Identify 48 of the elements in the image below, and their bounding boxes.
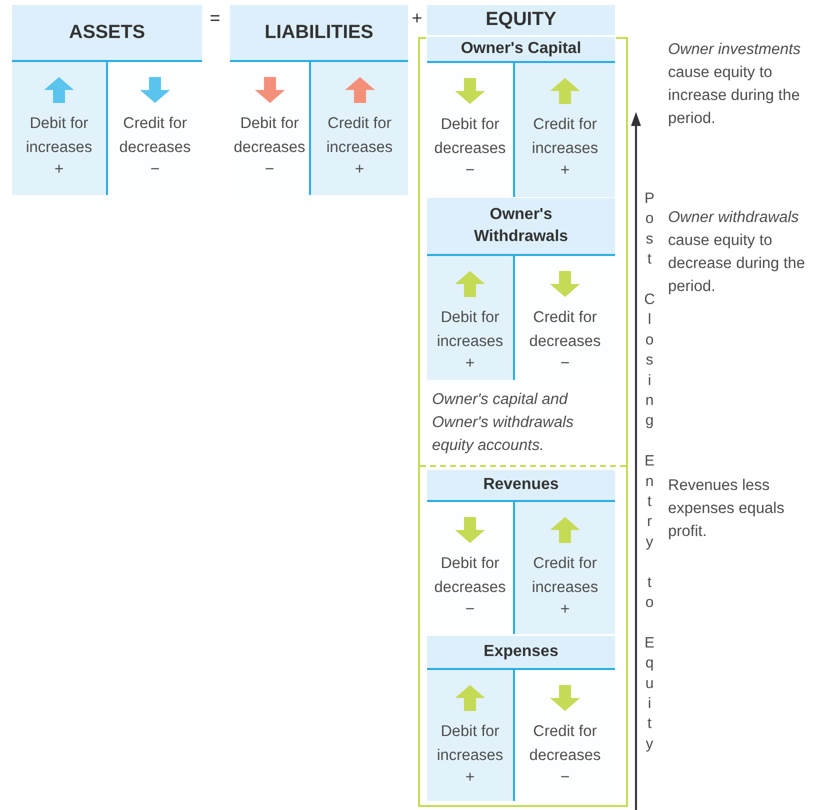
sign-symbol: + xyxy=(560,600,570,620)
equals-sign: = xyxy=(208,8,222,29)
account-title: EQUITY xyxy=(427,5,615,35)
sign-symbol: − xyxy=(150,160,160,180)
sign-symbol: − xyxy=(465,600,475,620)
sign-symbol: + xyxy=(465,354,475,374)
account-side xyxy=(427,670,515,801)
entry-rule-text: Credit for increases xyxy=(530,554,600,598)
note-text: Owner's capital and Owner's withdrawals equity accounts. xyxy=(432,390,575,456)
entry-rule-text: Credit for decreases xyxy=(528,308,602,352)
note-text: Owner investments cause equity to increase during the period. xyxy=(668,40,802,129)
t-account xyxy=(12,5,202,198)
account-title: Owner's Capital xyxy=(427,37,615,63)
sign-symbol: + xyxy=(560,161,570,181)
note-text: Revenues less expenses equals profit. xyxy=(668,476,786,542)
entry-rule-text: Debit for decreases xyxy=(433,115,507,159)
account-side xyxy=(427,256,515,380)
entry-rule-text: Credit for decreases xyxy=(118,114,192,158)
account-title: Revenues xyxy=(427,470,615,502)
account-title: LIABILITIES xyxy=(230,5,408,62)
account-title: ASSETS xyxy=(12,5,202,62)
sign-symbol: + xyxy=(54,160,64,180)
vertical-label: Post Closing Entry to Equity xyxy=(641,190,657,756)
entry-rule-text: Debit for decreases xyxy=(433,554,507,598)
entry-rule-text: Credit for increases xyxy=(530,115,600,159)
entry-rule-text: Credit for increases xyxy=(325,114,394,158)
t-account xyxy=(427,636,615,804)
sign-symbol: − xyxy=(264,160,274,180)
sign-symbol: − xyxy=(465,161,475,181)
t-account xyxy=(427,470,615,637)
sign-symbol: + xyxy=(354,160,364,180)
account-title: Expenses xyxy=(427,636,615,670)
plus-sign: + xyxy=(410,8,424,29)
account-side xyxy=(515,63,615,198)
account-side xyxy=(311,62,408,195)
entry-rule-text: Debit for decreases xyxy=(232,114,306,158)
account-title: Owner's Withdrawals xyxy=(427,198,615,256)
account-side xyxy=(515,502,615,634)
entry-rule-text: Debit for increases xyxy=(436,308,504,352)
sign-symbol: − xyxy=(560,354,570,374)
note-text: Owner withdrawals cause equity to decrease during the period. xyxy=(668,208,806,297)
entry-rule-text: Credit for decreases xyxy=(528,722,602,766)
account-side xyxy=(12,62,108,195)
sign-symbol: − xyxy=(560,768,570,788)
entry-rule-text: Debit for increases xyxy=(24,114,94,158)
sign-symbol: + xyxy=(465,768,475,788)
t-account xyxy=(230,5,408,198)
entry-rule-text: Debit for increases xyxy=(436,722,504,766)
